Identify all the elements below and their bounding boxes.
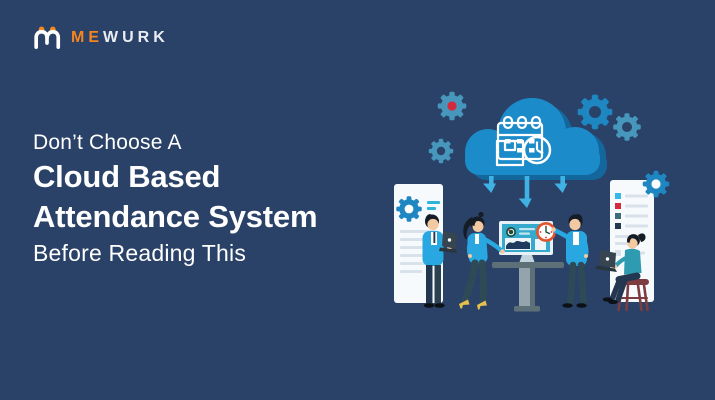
package-icon — [495, 139, 525, 167]
mewurk-logo-icon — [34, 26, 61, 50]
headline: Don’t Choose A Cloud Based Attendance Sy… — [33, 128, 318, 270]
headline-line-4: Before Reading This — [33, 240, 247, 266]
person-woman-seated — [595, 233, 646, 305]
person-man-pointing — [551, 214, 589, 308]
meeting-table — [492, 262, 564, 312]
cloud-icon — [465, 98, 607, 180]
person-woman-walking — [459, 211, 505, 310]
clock-icon — [522, 135, 552, 165]
headline-line-2: Cloud Based — [33, 159, 221, 194]
down-arrow-icon — [483, 176, 568, 208]
logo: MEWURK — [32, 25, 169, 51]
gear-icon — [428, 91, 641, 164]
laptop-icon — [595, 250, 617, 272]
logo-text-wurk: WURK — [103, 29, 169, 46]
headline-line-3: Attendance System — [33, 199, 318, 234]
hero-illustration — [394, 91, 670, 312]
laptop-icon — [439, 231, 457, 253]
logo-wordmark: MEWURK — [71, 25, 169, 51]
headline-line-1: Don’t Choose A — [33, 131, 182, 154]
wall-clock-icon — [536, 222, 556, 242]
logo-text-me: ME — [71, 29, 103, 46]
person-man-laptop — [422, 214, 457, 308]
monitor-icon — [499, 221, 556, 262]
